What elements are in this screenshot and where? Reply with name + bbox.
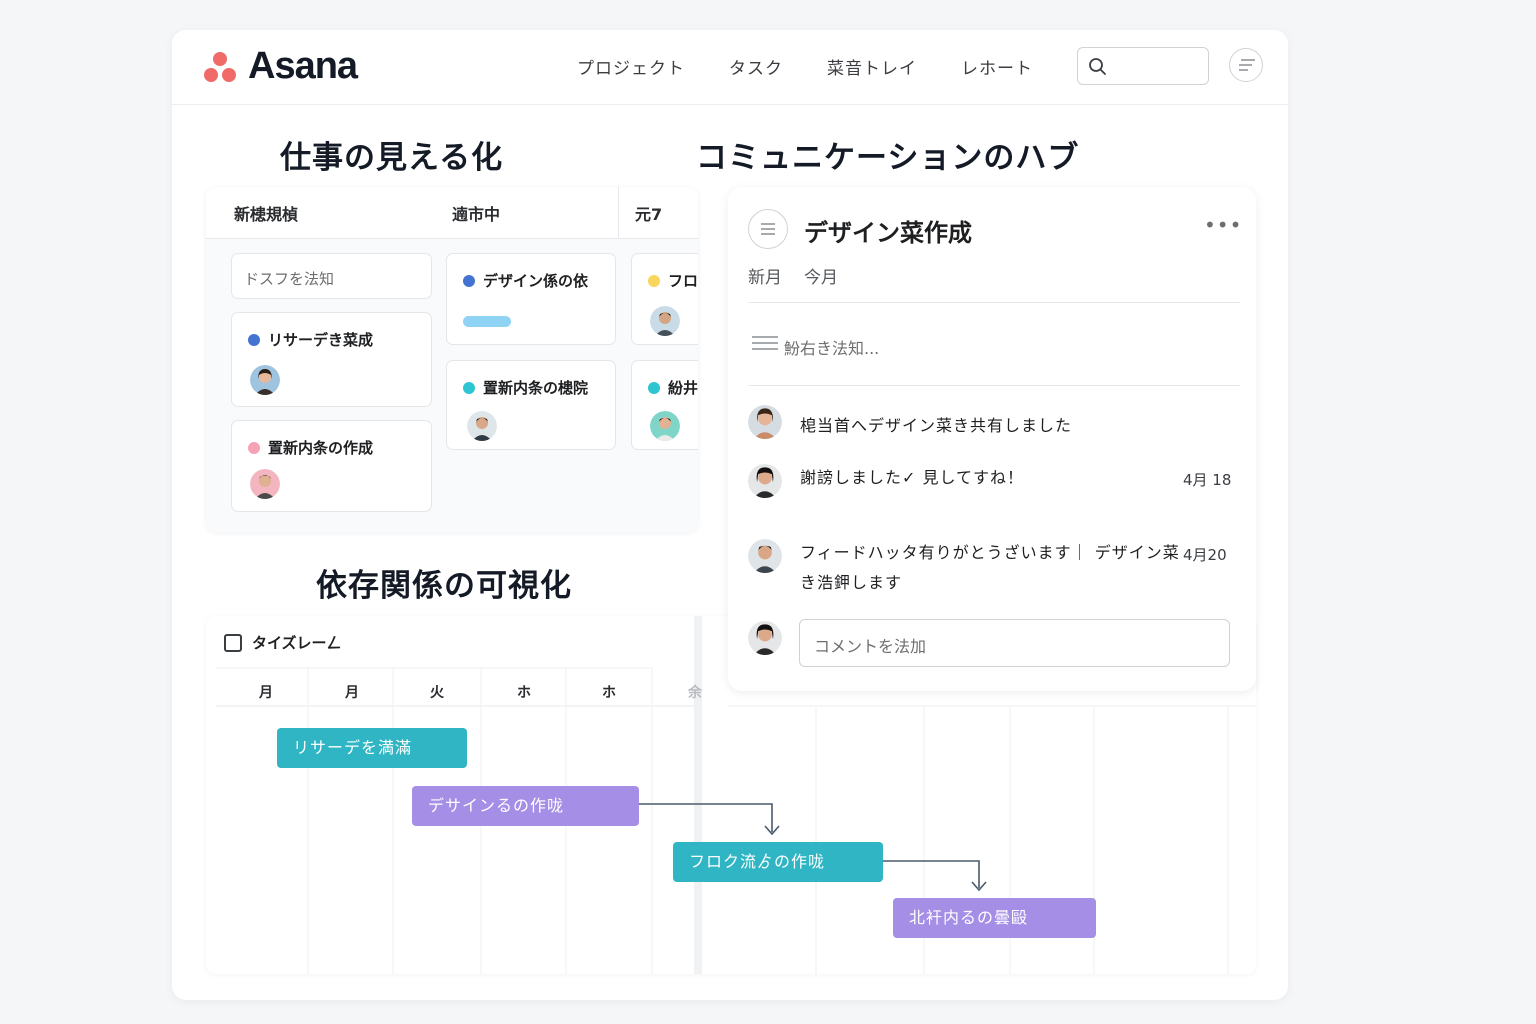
column-header[interactable]: 元7 bbox=[618, 187, 698, 239]
task-card[interactable]: 置新内条の作成 bbox=[231, 420, 432, 512]
task-icon bbox=[748, 209, 788, 249]
avatar[interactable] bbox=[650, 306, 680, 336]
timeline-task-bar[interactable]: デサインるの作咙 bbox=[412, 786, 639, 826]
message-text: 謝謗しました✓ 見してすね！ bbox=[800, 468, 1025, 487]
status-dot bbox=[463, 381, 475, 394]
task-card[interactable]: デザイン係の依 bbox=[446, 253, 616, 345]
timeline-day: 月 bbox=[259, 685, 273, 701]
tab-this-month[interactable]: 今月 bbox=[804, 268, 838, 288]
menu-icon bbox=[1239, 59, 1255, 71]
app-window: Asana プロジェクト タスク 菜音トレイ レホート 仕事の見える化 コミュニ… bbox=[172, 30, 1288, 1000]
search-input[interactable] bbox=[1077, 47, 1209, 85]
timeline-day: 余 bbox=[688, 685, 702, 701]
divider bbox=[748, 385, 1240, 386]
timeline-task-bar[interactable]: フロク流ゟの作咙 bbox=[673, 842, 883, 882]
main-nav: プロジェクト タスク 菜音トレイ レホート bbox=[577, 54, 1077, 79]
status-dot bbox=[648, 274, 660, 287]
task-card[interactable]: 置新内条の槵院 bbox=[446, 360, 616, 450]
kanban-board: 新槵規楨 遖市中 元7 ドスフを法知 リサーデき菜成 置新内条の作成 bbox=[206, 187, 698, 532]
timeline-day: ホ bbox=[602, 685, 616, 701]
divider bbox=[748, 302, 1240, 303]
timeline-day: ホ bbox=[517, 685, 531, 701]
nav-item-inbox[interactable]: 菜音トレイ bbox=[827, 59, 917, 79]
avatar[interactable] bbox=[250, 365, 280, 395]
status-dot bbox=[248, 441, 260, 454]
avatar[interactable] bbox=[748, 539, 782, 573]
nav-item-tasks[interactable]: タスク bbox=[729, 59, 783, 79]
timeline-task-bar[interactable]: 北衦内るの曇毆 bbox=[893, 898, 1096, 938]
menu-button[interactable] bbox=[1229, 48, 1263, 82]
timeline-day: 月 bbox=[345, 685, 359, 701]
add-task-button[interactable]: ドスフを法知 bbox=[231, 253, 432, 299]
description-icon bbox=[752, 336, 778, 350]
current-user-avatar[interactable] bbox=[748, 621, 782, 655]
visibility-title: 仕事の見える化 bbox=[280, 140, 504, 176]
message-date: 4月 18 bbox=[1183, 471, 1232, 489]
task-card-title: リサーデき菜成 bbox=[248, 329, 373, 350]
task-card-title: 置新内条の作成 bbox=[248, 437, 373, 458]
search-icon bbox=[1089, 58, 1106, 75]
nav-item-projects[interactable]: プロジェクト bbox=[577, 59, 685, 79]
avatar[interactable] bbox=[250, 469, 280, 499]
timeline-label: タイズレーㄥ bbox=[252, 634, 342, 652]
communication-title: コミュニケーションのハブ bbox=[696, 140, 1080, 176]
task-card[interactable]: リサーデき菜成 bbox=[231, 312, 432, 407]
progress-pill bbox=[463, 316, 511, 327]
timeline-task-bar[interactable]: リサーデを満滿 bbox=[277, 728, 467, 768]
tab-last-month[interactable]: 新月 bbox=[748, 268, 782, 288]
status-dot bbox=[648, 381, 660, 394]
task-title: デザイン菜作成 bbox=[804, 219, 972, 247]
task-card-title: 置新内条の槵院 bbox=[463, 377, 588, 398]
brand-name: Asana bbox=[248, 44, 358, 87]
task-card-title: フロ bbox=[648, 270, 698, 291]
avatar[interactable] bbox=[650, 411, 680, 441]
task-card-title: 紛井 bbox=[648, 377, 698, 398]
status-dot bbox=[248, 333, 260, 346]
status-dot bbox=[463, 274, 475, 287]
more-icon[interactable]: ••• bbox=[1204, 213, 1243, 237]
comment-input[interactable]: コメントを法加 bbox=[799, 619, 1230, 667]
description-field[interactable]: 魵右き法知... bbox=[784, 339, 880, 358]
dependency-title: 依存関係の可視化 bbox=[316, 568, 572, 604]
asana-logo-icon bbox=[202, 48, 238, 84]
column-header[interactable]: 新槵規楨 bbox=[206, 187, 446, 239]
add-task-label: ドスフを法知 bbox=[244, 270, 335, 288]
asana-logo[interactable]: Asana bbox=[202, 44, 358, 87]
timeline-day: 火 bbox=[430, 685, 444, 701]
avatar[interactable] bbox=[467, 411, 497, 441]
task-card-title: デザイン係の依 bbox=[463, 270, 588, 291]
message-date: 4月20 bbox=[1183, 546, 1227, 564]
avatar[interactable] bbox=[748, 464, 782, 498]
timeline-checkbox[interactable] bbox=[224, 634, 242, 652]
avatar[interactable] bbox=[748, 405, 782, 439]
column-header[interactable]: 遖市中 bbox=[446, 187, 618, 239]
communication-panel: デザイン菜作成 ••• 新月 今月 魵右き法知... 梍当首へデザイン菜き共有し… bbox=[728, 187, 1256, 691]
message-text: 梍当首へデザイン菜き共有しました bbox=[800, 416, 1073, 435]
nav-item-reports[interactable]: レホート bbox=[961, 59, 1033, 79]
top-bar: Asana プロジェクト タスク 菜音トレイ レホート bbox=[172, 30, 1288, 105]
task-card[interactable]: 紛井 bbox=[631, 360, 698, 450]
task-card[interactable]: フロ bbox=[631, 253, 698, 345]
message-text: フィードハッタ有りがとうざいます｜ デザイン菜き浩鉀します bbox=[800, 543, 1180, 592]
